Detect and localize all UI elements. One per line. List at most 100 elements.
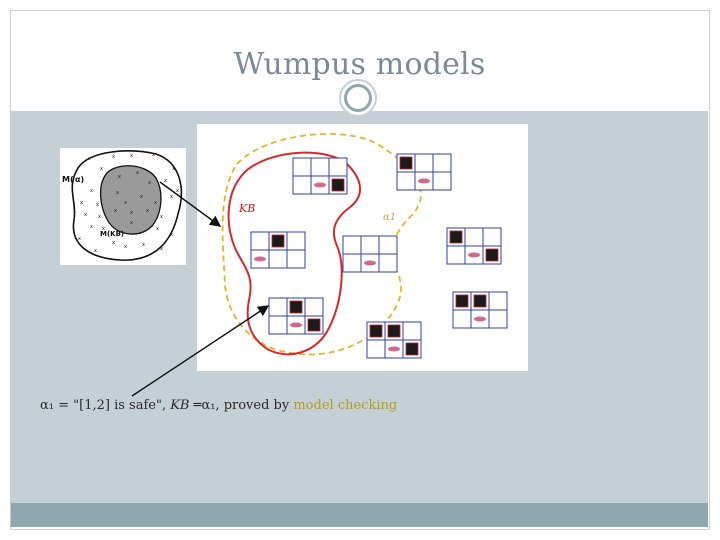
pit-cell — [271, 234, 285, 248]
model-mark: x — [90, 188, 93, 194]
grid-cell — [402, 321, 422, 341]
model-mark: x — [96, 202, 99, 208]
model-mark: x — [172, 166, 175, 172]
pit-cell — [473, 294, 487, 308]
grid-cell — [310, 157, 330, 177]
m-alpha-symbol: α) — [75, 175, 84, 184]
footer-band — [11, 503, 708, 527]
breeze-mark — [290, 322, 302, 328]
grid-cell — [464, 227, 484, 247]
model-mark: x — [118, 174, 121, 180]
grid-cell — [268, 315, 288, 335]
grid-cell — [360, 235, 380, 255]
breeze-mark — [364, 260, 376, 266]
model-mark: x — [78, 236, 81, 242]
grid-cell — [414, 153, 434, 173]
model-mark: x — [170, 194, 173, 200]
model-mark: x — [160, 214, 163, 220]
kb-label: KB — [238, 202, 255, 215]
grid-cell — [432, 153, 452, 173]
model-mark: x — [136, 170, 139, 176]
kb-boundary — [227, 151, 361, 356]
model-mark: x — [124, 244, 127, 250]
pit-cell — [485, 248, 499, 262]
model-mark: x — [170, 232, 173, 238]
title-ring-inner-decoration — [344, 84, 372, 112]
model-mark: x — [164, 178, 167, 184]
breeze-mark — [468, 252, 480, 258]
model-mark: x — [100, 166, 103, 172]
grid-cell — [378, 235, 398, 255]
wumpus-models-figure: KB α1 — [197, 124, 528, 371]
model-mark: x — [160, 246, 163, 252]
pit-cell — [449, 230, 463, 244]
m-alpha-label: M( — [62, 175, 74, 184]
model-mark: x — [130, 153, 133, 159]
model-mark: x — [84, 212, 87, 218]
model-mark: x — [124, 200, 127, 206]
wumpus-models-svg: KB α1 — [221, 133, 508, 359]
model-grids — [250, 153, 508, 359]
m-kb-region — [100, 165, 162, 235]
caption-kb: KB — [170, 398, 190, 413]
grid-cell — [488, 309, 508, 329]
pit-cell — [289, 300, 303, 314]
grid-cell — [342, 235, 362, 255]
model-mark: x — [114, 208, 117, 214]
model-mark: x — [90, 224, 93, 230]
pit-cell — [331, 178, 345, 192]
model-mark: x — [140, 194, 143, 200]
breeze-mark — [388, 346, 400, 352]
m-kb-label: M(KB) — [100, 230, 124, 238]
grid-cell — [488, 291, 508, 311]
model-mark: x — [142, 242, 145, 248]
grid-cell — [286, 249, 306, 269]
breeze-mark — [314, 182, 326, 188]
model-mark: x — [130, 210, 133, 216]
pit-cell — [405, 342, 419, 356]
grid-cell — [292, 175, 312, 195]
grid-cell — [446, 245, 466, 265]
grid-cell — [250, 231, 270, 251]
caption: α₁ = "[1,2] is safe", KB ═α₁, proved by … — [40, 398, 397, 413]
grid-cell — [342, 253, 362, 273]
grid-cell — [286, 231, 306, 251]
pit-cell — [387, 324, 401, 338]
model-mark: x — [88, 156, 91, 162]
model-mark: x — [102, 226, 105, 232]
grid-cell — [328, 157, 348, 177]
model-mark: x — [156, 226, 159, 232]
grid-cell — [268, 249, 288, 269]
pit-cell — [455, 294, 469, 308]
grid-cell — [452, 309, 472, 329]
grid-cell — [366, 339, 386, 359]
model-mark: x — [152, 152, 155, 158]
model-mark: x — [146, 208, 149, 214]
caption-entails: ═α₁, proved by — [189, 398, 294, 413]
breeze-mark — [418, 178, 430, 184]
grid-cell — [432, 171, 452, 191]
model-mark: x — [80, 200, 83, 206]
model-mark: x — [116, 190, 119, 196]
breeze-mark — [254, 256, 266, 262]
grid-cell — [396, 171, 416, 191]
alpha1-label: α1 — [383, 212, 396, 223]
caption-prefix: α₁ = "[1,2] is safe", — [40, 398, 171, 413]
model-mark: x — [176, 188, 179, 194]
breeze-mark — [474, 316, 486, 322]
model-mark: x — [148, 180, 151, 186]
model-mark: x — [94, 248, 97, 254]
model-mark: x — [154, 200, 157, 206]
model-mark: x — [130, 220, 133, 226]
pit-cell — [307, 318, 321, 332]
pit-cell — [369, 324, 383, 338]
grid-cell — [378, 253, 398, 273]
grid-cell — [268, 297, 288, 317]
grid-cell — [482, 227, 502, 247]
model-mark: x — [98, 214, 101, 220]
grid-cell — [292, 157, 312, 177]
pit-cell — [399, 156, 413, 170]
slide-title: Wumpus models — [233, 47, 486, 82]
caption-highlight: model checking — [293, 398, 398, 413]
